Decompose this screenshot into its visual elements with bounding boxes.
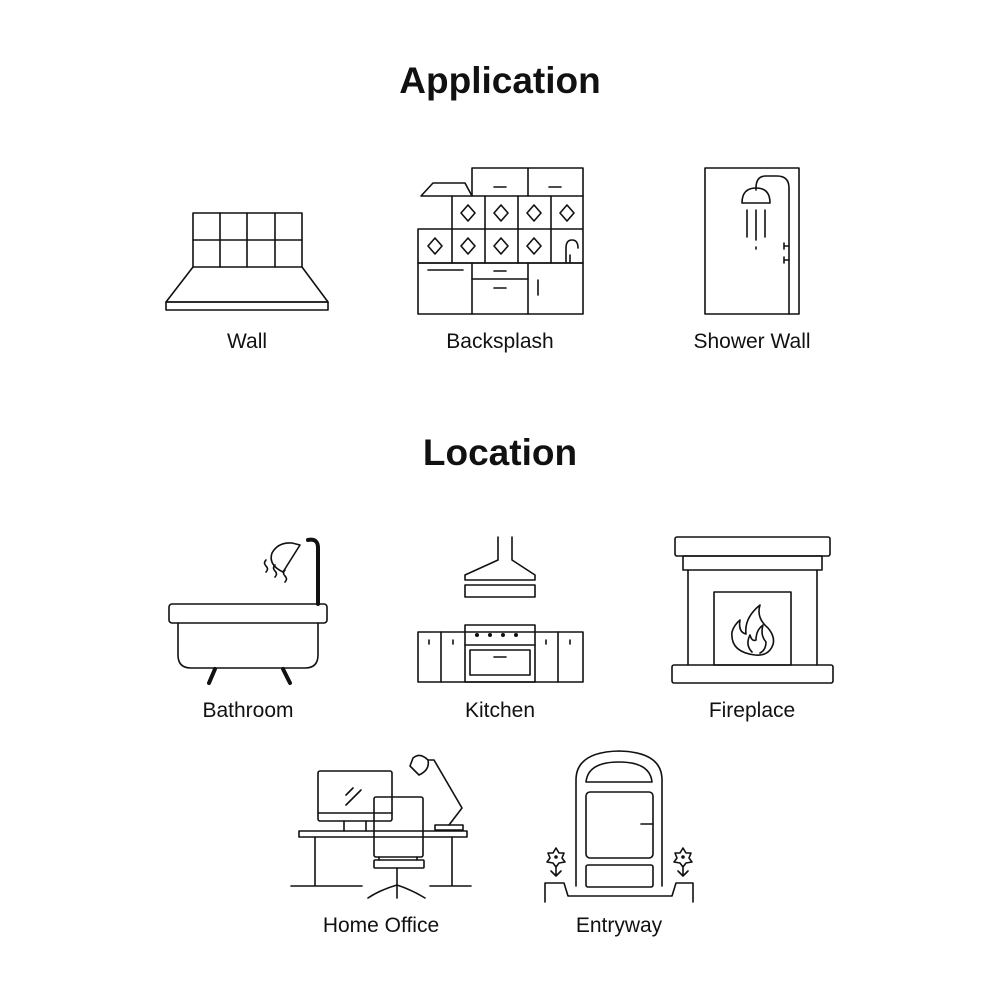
fireplace-icon — [671, 536, 834, 684]
entryway-door-icon — [544, 750, 694, 903]
kitchen-stove-icon — [417, 536, 584, 683]
label-kitchen: Kitchen — [464, 699, 536, 722]
label-entryway: Entryway — [575, 914, 663, 937]
section-title-location: Location — [422, 432, 578, 473]
kitchen-backsplash-icon — [417, 167, 584, 315]
bathtub-icon — [168, 537, 328, 685]
home-office-icon — [290, 754, 472, 899]
label-bathroom: Bathroom — [202, 699, 294, 722]
label-backsplash: Backsplash — [446, 330, 554, 353]
shower-icon — [704, 167, 800, 315]
label-shower-wall: Shower Wall — [693, 330, 811, 353]
label-home-office: Home Office — [322, 914, 440, 937]
section-title-application: Application — [399, 60, 601, 101]
label-fireplace: Fireplace — [708, 699, 796, 722]
wall-tiles-icon — [165, 212, 329, 311]
label-wall: Wall — [226, 330, 268, 353]
